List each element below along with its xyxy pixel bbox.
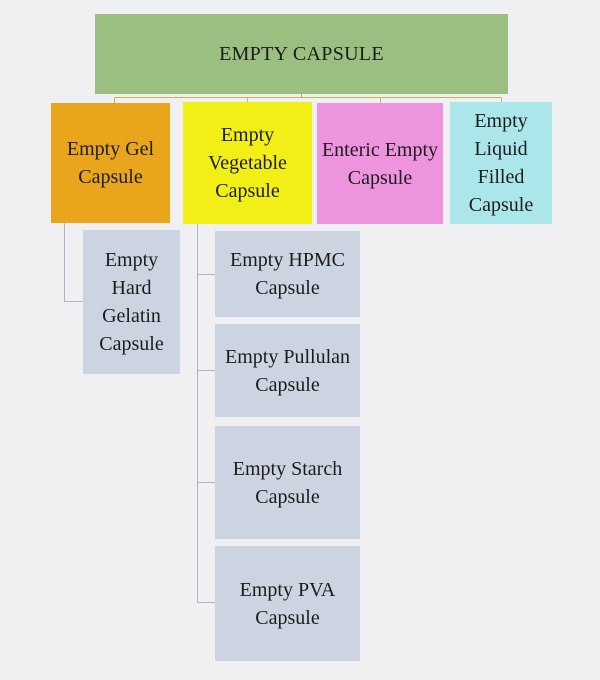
node-empty-capsule-label: EMPTY CAPSULE (219, 43, 384, 65)
node-empty-pullulan-capsule: Empty Pullulan Capsule (215, 324, 360, 417)
node-empty-gel-capsule-label: Empty Gel Capsule (66, 138, 155, 188)
node-empty-vegetable-capsule-label: Empty Vegetable Capsule (208, 124, 287, 202)
node-empty-hard-gelatin-capsule: Empty Hard Gelatin Capsule (83, 230, 180, 374)
node-empty-pva-capsule: Empty PVA Capsule (215, 546, 360, 661)
node-empty-capsule: EMPTY CAPSULE (95, 14, 508, 94)
node-empty-pullulan-capsule-label: Empty Pullulan Capsule (225, 345, 350, 396)
node-empty-vegetable-capsule: Empty Vegetable Capsule (183, 102, 312, 224)
node-empty-pva-capsule-label: Empty PVA Capsule (239, 578, 336, 629)
node-empty-hpmc-capsule-label: Empty HPMC Capsule (229, 249, 346, 299)
node-empty-gel-capsule: Empty Gel Capsule (51, 103, 170, 223)
connector-gel-to-gelatin (64, 223, 83, 302)
node-empty-liquid-filled-capsule-label: Empty Liquid Filled Capsule (468, 110, 534, 216)
node-empty-hpmc-capsule: Empty HPMC Capsule (215, 231, 360, 317)
node-empty-hard-gelatin-capsule-label: Empty Hard Gelatin Capsule (99, 249, 164, 355)
node-empty-starch-capsule: Empty Starch Capsule (215, 426, 360, 539)
node-empty-starch-capsule-label: Empty Starch Capsule (232, 457, 343, 508)
node-enteric-empty-capsule-label: Enteric Empty Capsule (321, 138, 439, 189)
node-enteric-empty-capsule: Enteric Empty Capsule (317, 103, 443, 224)
node-empty-liquid-filled-capsule: Empty Liquid Filled Capsule (450, 102, 552, 224)
